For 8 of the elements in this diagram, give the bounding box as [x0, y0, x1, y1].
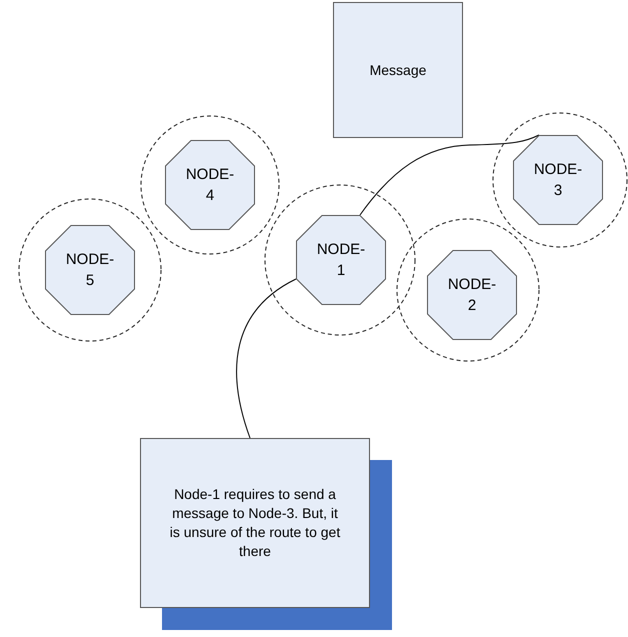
connector-line [236, 278, 296, 438]
node-label: NODE-4 [185, 165, 235, 206]
node-label: NODE-5 [65, 250, 115, 291]
connector-line [360, 134, 540, 216]
message-box: Message [333, 2, 463, 138]
node-label: NODE-2 [447, 275, 497, 316]
node-label: NODE-3 [533, 160, 583, 201]
node-label: NODE-1 [316, 240, 366, 281]
